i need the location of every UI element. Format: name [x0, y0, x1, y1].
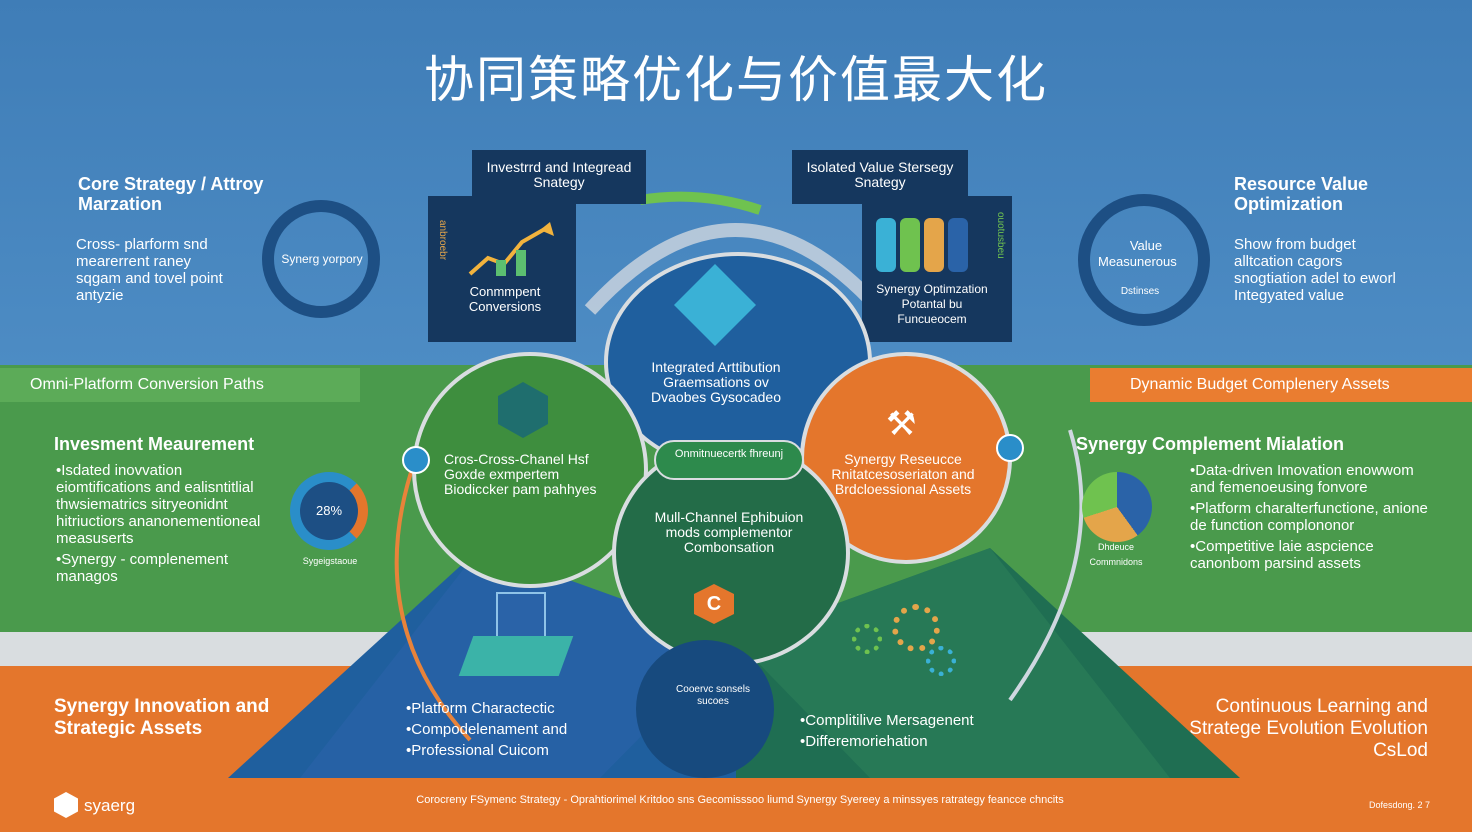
pyramid-left-bullet: Professional Cuicom: [406, 742, 646, 759]
gear-icon: [892, 604, 940, 652]
pyramid-left-bullet: Platform Charactectic: [406, 700, 646, 717]
right-circle-text: Synergy Reseucce Rnitatcesoseriaton and …: [831, 451, 975, 497]
bottom-left-heading: Synergy Innovation and Strategic Assets: [54, 696, 270, 739]
tools-icon: ⚒: [886, 405, 917, 443]
bottom-circle-icon: C: [694, 584, 734, 624]
top-right-body: Show from budget alltcation cagors snogt…: [1234, 236, 1396, 304]
isolated-value-side-label: ouotusbeu: [995, 212, 1006, 259]
mid-right-bullet: Data-driven Imovation enowwom and femeno…: [1190, 462, 1430, 496]
top-left-body: Cross- plarform snd mearerrent raney sqg…: [76, 236, 223, 304]
mid-right-bullet: Competitive laie aspcience canonbom pars…: [1190, 538, 1430, 572]
mid-right-bullets: Data-driven Imovation enowwom and femeno…: [1190, 462, 1430, 576]
pyramid-left-bullet: Compodelenament and: [406, 721, 646, 738]
bottom-right-heading: Continuous Learning and Stratege Evoluti…: [1189, 696, 1428, 761]
right-node-icon: [996, 434, 1024, 462]
top-circle-text: Integrated Arttibution Graemsations ov D…: [651, 359, 781, 405]
page-title: 协同策略优化与价值最大化: [424, 51, 1048, 109]
center-badge: Onmitnuecertk fhreunj: [654, 440, 804, 480]
logo-text: syaerg: [84, 796, 136, 815]
mid-left-bullets: Isdated inovvation eiomtifications and e…: [56, 462, 276, 589]
right-ribbon: Dynamic Budget Complenery Assets: [1090, 368, 1472, 402]
cycle-right-label-3: Dstinses: [1120, 286, 1160, 297]
cycle-right-label-2: Measunerous: [1098, 254, 1177, 269]
left-node-icon: [402, 446, 430, 474]
donut-chart-icon: [290, 472, 368, 550]
center-badge-text: Onmitnuecertk fhreunj: [674, 448, 784, 460]
donut-label: 28%: [315, 503, 343, 518]
isolated-value-caption: Synergy Optimzation Potantal bu Funcueoc…: [876, 282, 988, 326]
mid-left-heading: Invesment Meaurement: [54, 434, 255, 454]
growth-chart-icon: [468, 222, 554, 276]
small-gear-icon: [926, 646, 956, 676]
investment-side-label: anbroebr: [437, 220, 448, 261]
pyramid-right-bullet: Differemoriehation: [800, 733, 1040, 750]
database-stack-icon: [876, 218, 968, 272]
pyramid-left-bullets: Platform Charactectic Compodelenament an…: [406, 700, 646, 763]
investment-header-box: Investrrd and Integread Snategy: [472, 150, 646, 204]
left-ribbon: Omni-Platform Conversion Paths: [0, 368, 360, 402]
pyramid-right-bullet: Complitilive Mersagenent: [800, 712, 1040, 729]
pie-chart-icon: [1082, 472, 1152, 542]
isolated-value-header-box: Isolated Value Stersegy Snategy: [792, 150, 968, 204]
pyramid-right-bullets: Complitilive Mersagenent Differemoriehat…: [800, 712, 1040, 754]
footer-text: Corocreny FSymenc Strategy - Oprahtiorim…: [416, 794, 1064, 806]
footer-right-text: Dofesdong. 2 7: [1368, 800, 1430, 810]
globe-icon: [636, 640, 774, 778]
small-gear-icon: [852, 624, 882, 654]
mid-right-heading: Synergy Complement Mialation: [1076, 434, 1345, 454]
top-left-heading: Core Strategy / Attroy Marzation: [78, 174, 264, 214]
donut-caption: Sygeigstaoue: [302, 556, 358, 566]
top-right-heading: Resource Value Optimization: [1234, 174, 1369, 214]
mid-right-bullet: Platform charalterfunctione, anione de f…: [1190, 500, 1430, 534]
investment-header: Investrrd and Integread Snategy: [486, 159, 632, 190]
globe-text: Cooervc sonsels sucoes: [676, 684, 750, 707]
isolated-value-header: Isolated Value Stersegy Snategy: [806, 159, 954, 190]
bottom-circle-text: Mull-Channel Ephibuion mods complementor…: [654, 509, 804, 555]
pie-chart-caption: Dhdeuce Commnidons: [1089, 542, 1143, 567]
investment-caption: Conmmpent Conversions: [468, 284, 542, 314]
mid-left-bullet: Isdated inovvation eiomtifications and e…: [56, 462, 276, 547]
cycle-left-label: Synerg yorpory: [281, 252, 363, 266]
left-circle-text: Cros-Cross-Chanel Hsf Goxde exmpertem Bi…: [444, 451, 597, 497]
cycle-right-label-1: Value: [1129, 238, 1163, 253]
mid-left-bullet: Synergy - complenement managos: [56, 551, 276, 585]
platform-block-icon: [458, 636, 574, 676]
platform-icon: [496, 592, 546, 642]
